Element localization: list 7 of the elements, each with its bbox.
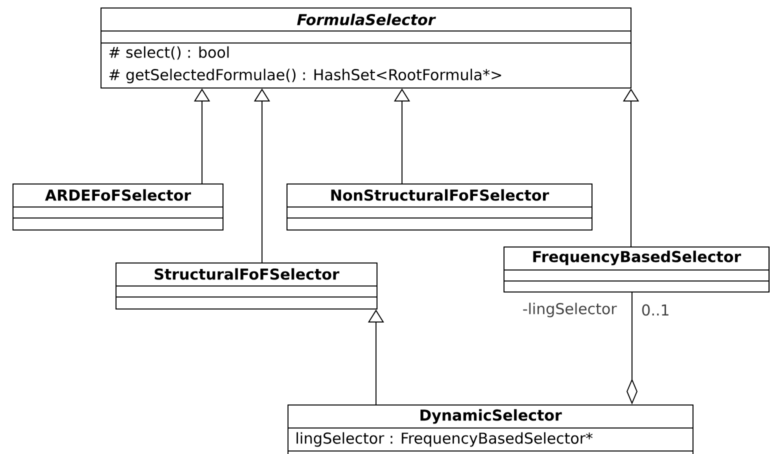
class-box: FrequencyBasedSelector <box>504 246 770 292</box>
class-box: DynamicSelector lingSelector : FrequencyBasedSelector* <box>288 404 694 454</box>
class-box: FormulaSelector # select() : bool # getSelectedFormulae() : HashSet<RootFormula*> <box>100 8 632 88</box>
role-label: 0..1 <box>642 304 668 316</box>
class-box: ARDEFoFSelector <box>12 183 224 230</box>
class-box: StructuralFoFSelector <box>116 262 378 310</box>
class-box: NonStructuralFoFSelector <box>286 183 592 230</box>
